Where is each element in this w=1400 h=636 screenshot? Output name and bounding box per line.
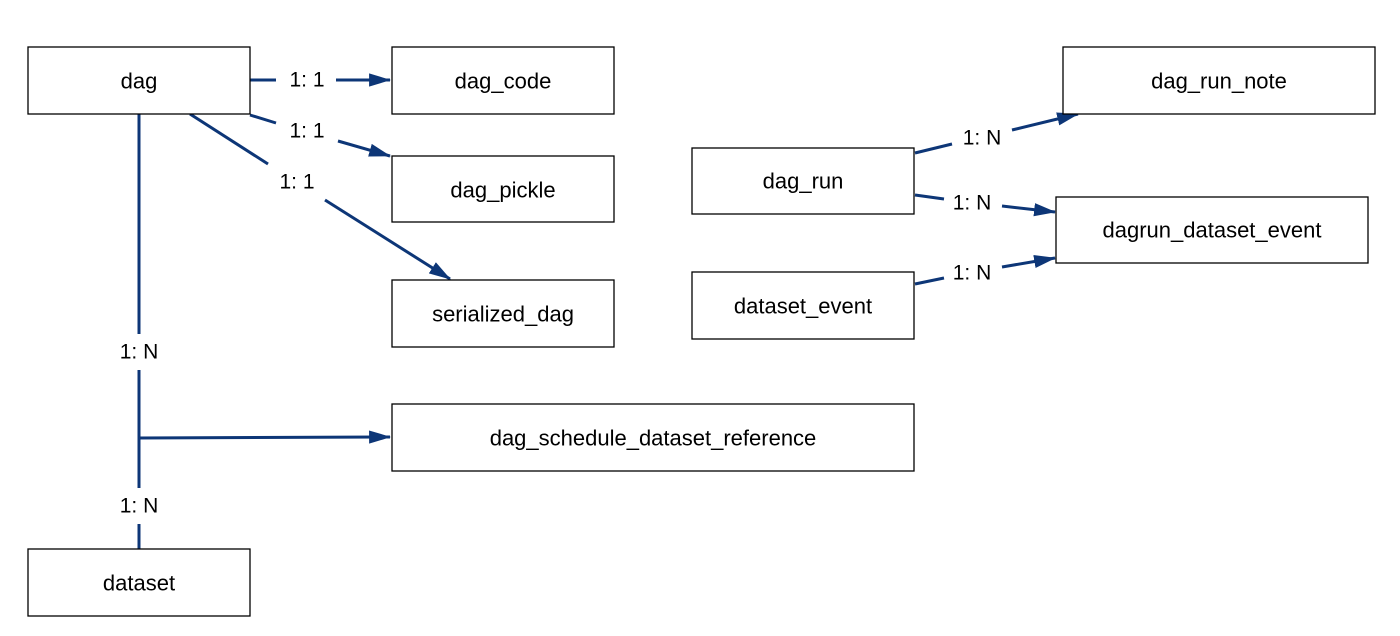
- rel-dag-run-dagrun-dataset-event: 1: N: [914, 192, 1057, 217]
- cardinality-label: 1: 1: [279, 171, 314, 194]
- connector-arrow: [1001, 203, 1057, 217]
- entity-label: dag: [121, 69, 158, 94]
- rel-dataset-event-dagrun-dataset-event: 1: N: [914, 254, 1057, 286]
- entity-dag-schedule-dataset-reference: dag_schedule_dataset_reference: [391, 403, 915, 472]
- entity-dataset: dataset: [27, 548, 251, 617]
- rel-dataset-schedule-reference: 1: N: [120, 438, 159, 549]
- cardinality-label: 1: 1: [289, 69, 324, 92]
- entity-dag-code: dag_code: [391, 46, 615, 115]
- cardinality-label: 1: N: [953, 262, 992, 285]
- rel-dag-dag-pickle: 1: 1: [249, 113, 392, 158]
- connector-line: [914, 193, 945, 201]
- rel-dag-schedule-reference: 1: N: [120, 114, 159, 438]
- connector-line: [914, 276, 945, 286]
- connector-line: [249, 113, 277, 125]
- cardinality-label: 1: N: [120, 341, 159, 364]
- entity-serialized-dag: serialized_dag: [391, 279, 615, 348]
- entity-dag: dag: [27, 46, 251, 115]
- connector-line: [914, 142, 953, 155]
- entity-label: serialized_dag: [432, 302, 574, 327]
- rel-dag-run-dag-run-note: 1: N: [914, 112, 1080, 155]
- entity-label: dag_code: [455, 69, 552, 94]
- connector-line: [189, 112, 269, 166]
- entity-label: dataset: [103, 571, 175, 596]
- entity-label: dag_run_note: [1151, 69, 1287, 94]
- entity-dag-run-note: dag_run_note: [1062, 46, 1376, 115]
- connector-arrow: [324, 198, 451, 281]
- entity-label: dataset_event: [734, 294, 872, 319]
- connector-arrow-schedule-reference: [138, 430, 392, 444]
- connector-arrow: [1001, 254, 1057, 269]
- connector-arrow: [1011, 112, 1080, 132]
- cardinality-label: 1: N: [120, 495, 159, 518]
- cardinality-label: 1: N: [963, 127, 1002, 150]
- cardinality-label: 1: N: [953, 192, 992, 215]
- entity-label: dagrun_dataset_event: [1103, 218, 1322, 243]
- entity-label: dag_pickle: [450, 178, 555, 203]
- rel-dag-serialized-dag: 1: 1: [189, 112, 451, 281]
- entity-dag-run: dag_run: [691, 147, 915, 215]
- entity-dag-pickle: dag_pickle: [391, 155, 615, 223]
- rel-dag-dag-code: 1: 1: [250, 69, 392, 92]
- entity-label: dag_schedule_dataset_reference: [490, 426, 817, 451]
- entity-label: dag_run: [763, 169, 844, 194]
- entity-dagrun-dataset-event: dagrun_dataset_event: [1055, 196, 1369, 264]
- connector-arrow: [337, 139, 392, 158]
- entity-dataset-event: dataset_event: [691, 271, 915, 340]
- cardinality-label: 1: 1: [289, 120, 324, 143]
